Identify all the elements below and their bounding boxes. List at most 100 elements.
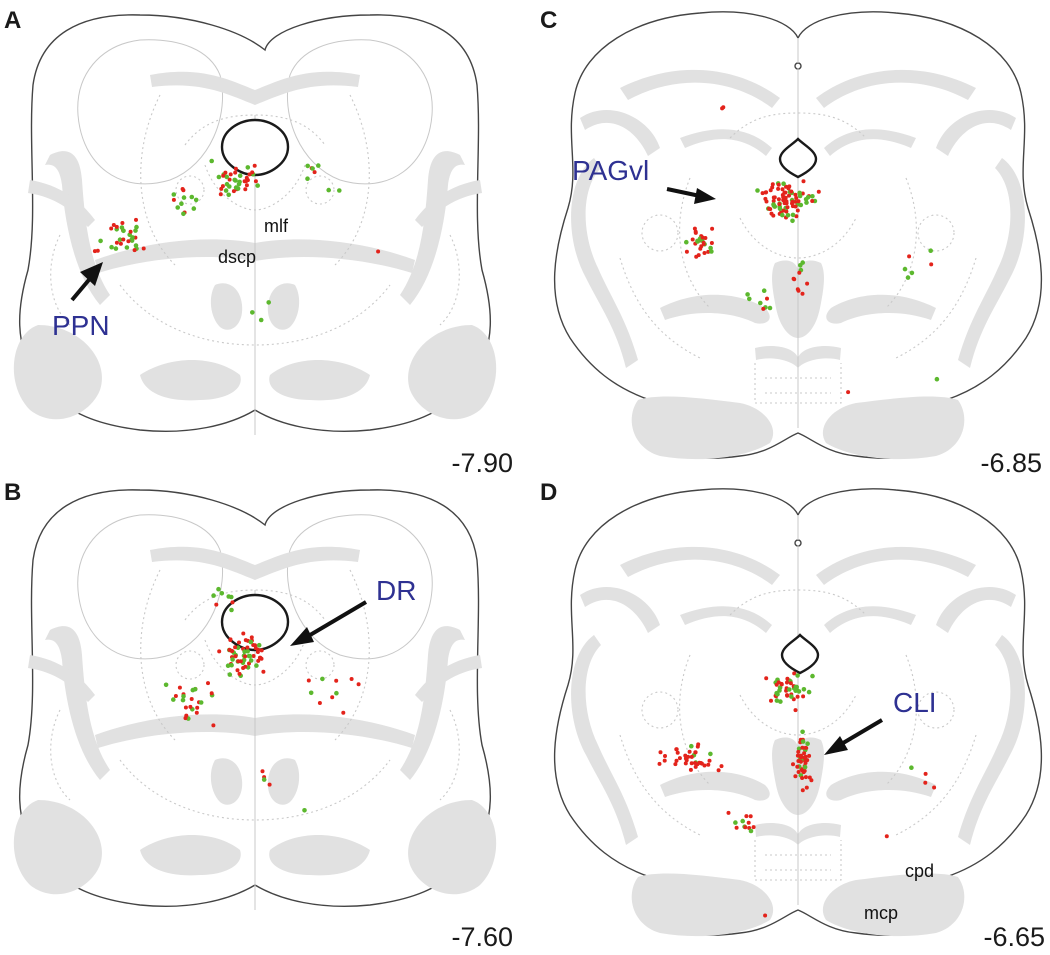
red-cell-marker: [233, 645, 238, 650]
green-cell-marker: [198, 700, 204, 705]
red-cell-marker: [244, 175, 249, 180]
red-cell-marker: [790, 201, 794, 206]
panel-c-letter: C: [540, 7, 557, 34]
green-cell-marker: [774, 690, 779, 696]
green-cell-marker: [250, 310, 255, 315]
red-cell-marker: [220, 184, 225, 189]
red-cell-marker: [693, 750, 698, 755]
red-cell-marker: [923, 780, 928, 785]
red-cell-marker: [701, 242, 706, 246]
red-cell-marker: [777, 202, 782, 207]
red-cell-marker: [317, 701, 322, 705]
red-cell-marker: [249, 635, 254, 640]
red-cell-marker: [230, 600, 235, 605]
green-cell-marker: [905, 275, 911, 280]
green-cell-marker: [193, 197, 199, 203]
red-cell-marker: [693, 764, 698, 769]
red-cell-marker: [771, 199, 776, 203]
green-cell-marker: [248, 639, 254, 645]
red-cell-marker: [923, 771, 928, 776]
green-cell-marker: [796, 689, 802, 694]
red-cell-marker: [795, 753, 800, 758]
red-cell-marker: [702, 251, 707, 255]
red-cell-marker: [805, 281, 810, 286]
green-cell-marker: [171, 192, 177, 197]
panel-b: B -7.60 DR: [4, 479, 513, 952]
red-cell-marker: [800, 291, 805, 296]
green-cell-marker: [175, 205, 180, 210]
red-cell-marker: [801, 179, 806, 184]
red-cell-marker: [788, 681, 793, 686]
green-cell-marker: [192, 686, 198, 692]
red-cell-marker: [743, 825, 748, 830]
red-cell-marker: [238, 659, 243, 664]
red-cell-marker: [769, 698, 773, 703]
red-cell-marker: [247, 172, 252, 177]
red-cell-marker: [233, 170, 238, 175]
red-cell-marker: [746, 820, 751, 825]
red-cell-marker: [241, 631, 246, 636]
green-cell-marker: [209, 158, 214, 164]
red-cell-marker: [134, 217, 138, 222]
green-cell-marker: [117, 237, 123, 242]
red-cell-marker: [789, 189, 794, 194]
green-cell-marker: [781, 181, 786, 186]
red-cell-marker: [698, 246, 703, 251]
red-cell-marker: [228, 172, 233, 177]
red-cell-marker: [245, 645, 250, 650]
green-cell-marker: [211, 593, 216, 598]
red-cell-marker: [237, 640, 241, 645]
red-cell-marker: [662, 758, 667, 763]
green-cell-marker: [233, 185, 239, 190]
red-cell-marker: [218, 192, 223, 197]
red-cell-marker: [173, 694, 178, 698]
panel-a-letter: A: [4, 7, 21, 34]
red-cell-marker: [774, 682, 779, 687]
red-cell-marker: [803, 761, 808, 765]
green-cell-marker: [258, 317, 264, 323]
red-cell-marker: [341, 710, 346, 715]
panel-a: A -7.90 mlf dscp PPN: [4, 7, 513, 478]
red-cell-marker: [792, 671, 797, 676]
green-cell-marker: [806, 689, 812, 695]
red-cell-marker: [792, 277, 797, 282]
red-cell-marker: [243, 664, 248, 669]
green-cell-marker: [778, 699, 783, 704]
green-cell-marker: [308, 690, 314, 696]
red-cell-marker: [688, 767, 693, 772]
red-cell-marker: [804, 785, 809, 790]
red-cell-marker: [689, 754, 694, 759]
green-cell-marker: [787, 687, 792, 692]
green-cell-marker: [733, 820, 738, 825]
red-cell-marker: [700, 235, 705, 240]
red-cell-marker: [253, 646, 258, 651]
red-cell-marker: [663, 754, 667, 758]
green-cell-marker: [223, 188, 229, 193]
green-cell-marker: [785, 213, 791, 218]
green-cell-marker: [793, 684, 798, 690]
red-cell-marker: [183, 705, 188, 710]
green-cell-marker: [326, 187, 332, 193]
red-cell-marker: [252, 163, 257, 168]
green-cell-marker: [780, 212, 785, 218]
green-cell-marker: [266, 300, 272, 305]
red-cell-marker: [261, 669, 266, 674]
green-cell-marker: [803, 197, 809, 202]
panel-b-coordinate: -7.60: [451, 922, 513, 952]
red-cell-marker: [781, 195, 786, 200]
green-cell-marker: [229, 662, 234, 668]
red-cell-marker: [793, 192, 798, 197]
panel-a-ppn-label: PPN: [52, 310, 110, 341]
red-cell-marker: [793, 708, 798, 713]
red-cell-marker: [710, 226, 715, 231]
red-cell-marker: [349, 677, 354, 681]
red-cell-marker: [189, 697, 194, 701]
green-cell-marker: [216, 174, 222, 180]
red-cell-marker: [769, 211, 774, 216]
red-cell-marker: [785, 205, 790, 210]
green-cell-marker: [179, 201, 184, 206]
green-cell-marker: [261, 777, 267, 782]
green-cell-marker: [767, 305, 773, 311]
green-cell-marker: [798, 263, 803, 268]
red-cell-marker: [92, 249, 97, 254]
